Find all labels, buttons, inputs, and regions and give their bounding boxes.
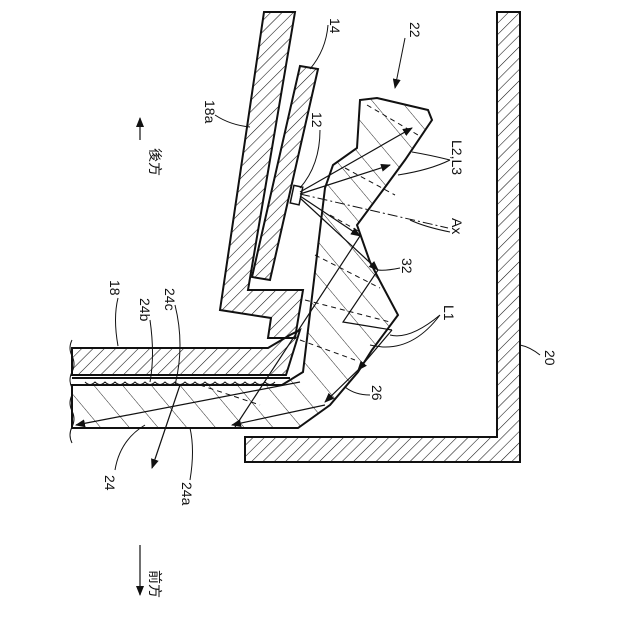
leader-18 [116,298,119,346]
led-12 [290,185,303,204]
label-18a: 18a [202,100,218,124]
label-32: 32 [399,258,415,274]
label-18: 18 [107,280,123,296]
label-24a: 24a [179,482,195,506]
bracket-18-horizontal [72,330,300,375]
label-l2-l3: L2,L3 [449,140,465,175]
leader-20 [520,345,540,355]
label-24b: 24b [137,298,153,322]
label-front: 前方 [146,570,163,598]
leader-18a [215,115,250,127]
leader-24 [115,425,145,470]
leader-14 [310,25,328,69]
label-22: 22 [407,22,423,38]
leader-24a [190,428,193,480]
leader-22 [395,38,405,88]
label-20: 20 [542,350,558,366]
label-24: 24 [102,475,118,491]
leader-ax [410,220,450,232]
leader-32 [378,268,400,270]
label-24c: 24c [162,288,178,311]
label-26: 26 [369,385,385,401]
label-l1: L1 [441,305,457,321]
label-rear: 後方 [146,148,162,176]
leader-26 [345,387,370,395]
label-14: 14 [327,18,343,34]
label-12: 12 [309,112,325,128]
label-ax: Ax [449,218,465,234]
